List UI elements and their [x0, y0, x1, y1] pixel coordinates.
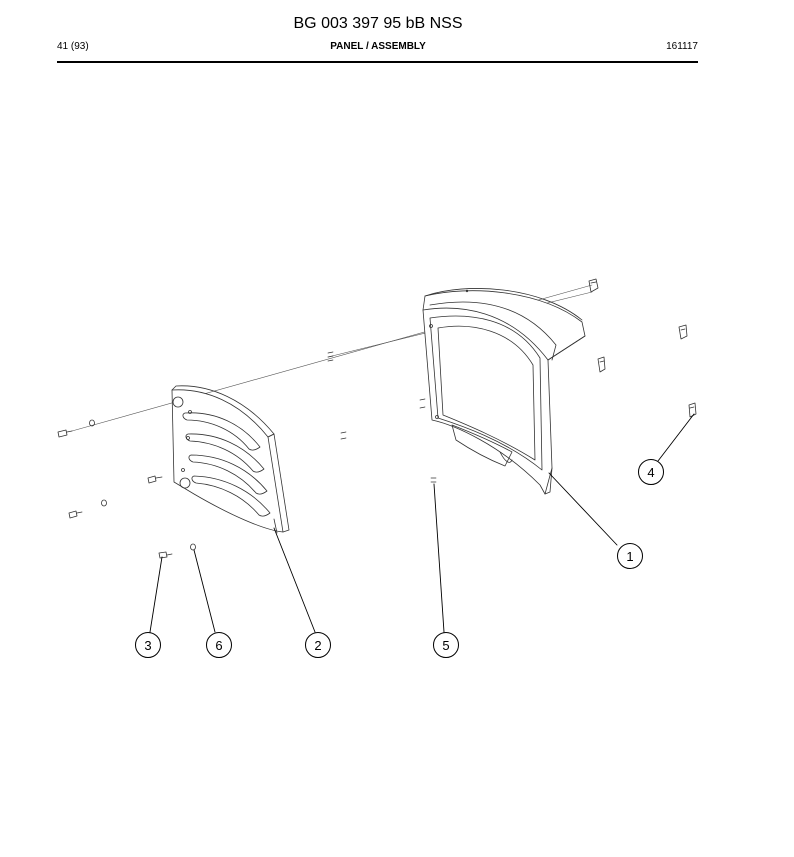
clip-nut — [588, 278, 599, 293]
washer — [190, 543, 196, 551]
callout-3 — [135, 632, 161, 658]
callout-1 — [617, 543, 643, 569]
housing-frame-part-1 — [422, 288, 586, 495]
callout-label-3: 3 — [144, 638, 151, 653]
header-rule — [57, 61, 698, 63]
callout-label-5: 5 — [442, 638, 449, 653]
washer — [89, 419, 95, 427]
page-number: 41 (93) — [57, 41, 89, 52]
document-date: 161117 — [666, 41, 698, 52]
mounting-hole — [172, 396, 184, 408]
clip-nut — [597, 356, 606, 373]
callout-label-6: 6 — [215, 638, 222, 653]
mounting-hole — [179, 477, 191, 489]
callout-6 — [206, 632, 232, 658]
callout-label-2: 2 — [314, 638, 321, 653]
clip-nut — [678, 324, 688, 340]
small-screws — [327, 351, 437, 483]
clip-nut — [688, 402, 697, 418]
document-number: BG 003 397 95 bB NSS — [293, 15, 463, 32]
bolt — [158, 551, 173, 559]
callout-4 — [638, 459, 664, 485]
callout-label-1: 1 — [626, 549, 633, 564]
callout-5 — [433, 632, 459, 658]
grille-panel-part-2 — [171, 385, 290, 534]
callout-2 — [305, 632, 331, 658]
bolt — [68, 510, 83, 519]
bolt — [57, 429, 73, 438]
washer — [101, 499, 107, 507]
leader-lines — [149, 413, 695, 633]
callout-label-4: 4 — [647, 465, 654, 480]
bolt — [147, 475, 163, 484]
page-title: PANEL / ASSEMBLY — [330, 41, 426, 52]
